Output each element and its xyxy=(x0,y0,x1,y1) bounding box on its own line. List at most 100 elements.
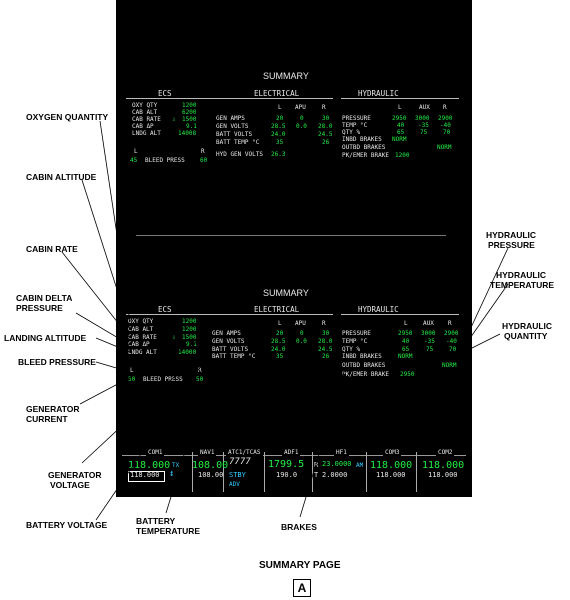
callout-battery-temp-line1: BATTERY xyxy=(136,516,176,526)
atc-mode[interactable]: STBY xyxy=(229,471,246,479)
com2-standby[interactable]: 118.000 xyxy=(428,471,458,479)
bottom-inbd-value: NORM xyxy=(398,353,413,360)
top-gen-volts-l: 28.5 xyxy=(271,123,286,130)
callout-landing-altitude: LANDING ALTITUDE xyxy=(4,333,87,343)
top-cab-rate-arrow: ⇩ xyxy=(172,116,176,123)
com3-label: COM3 xyxy=(383,449,402,456)
bottom-cab-dp-label: CAB ΔP xyxy=(128,341,150,348)
com3-standby[interactable]: 118.000 xyxy=(376,471,406,479)
bottom-batt-temp-l: 35 xyxy=(276,353,284,360)
bottom-gen-amps-l: 20 xyxy=(276,330,284,337)
callout-cabin-altitude: CABIN ALTITUDE xyxy=(26,172,97,182)
top-lndg-alt-value: 14008 xyxy=(178,130,197,137)
bottom-batt-temp-label: BATT TEMP °C xyxy=(212,353,256,360)
nav1-label: NAV1 xyxy=(198,449,217,456)
hf1-standby[interactable]: 2.0000 xyxy=(322,471,348,479)
top-pk-label: PK/EMER BRAKE xyxy=(342,152,389,159)
com2-active[interactable]: 118.000 xyxy=(422,460,465,471)
top-batt-volts-r: 24.5 xyxy=(318,131,333,138)
top-gen-amps-l: 20 xyxy=(276,115,284,122)
figure-caption: SUMMARY PAGE xyxy=(259,560,341,571)
bottom-hyd-press-aux: 3000 xyxy=(421,330,436,337)
top-oxy-qty-value: 1200 xyxy=(182,102,197,109)
top-cab-rate-label: CAB RATE xyxy=(132,116,161,123)
top-gen-amps-r: 30 xyxy=(322,115,330,122)
top-hyd-qty-aux: 75 xyxy=(420,129,428,136)
bottom-ecs-header: ECS xyxy=(158,305,172,314)
callout-brakes: BRAKES xyxy=(281,522,317,532)
top-bleed-label: BLEED PRESS xyxy=(145,157,185,164)
callout-battery-temp-line2: TEMPERATURE xyxy=(136,526,201,536)
bottom-batt-temp-r: 26 xyxy=(322,353,330,360)
bottom-gen-volts-apu: 0.0 xyxy=(296,338,307,345)
callout-generator-current-line2: CURRENT xyxy=(26,414,68,424)
swap-arrow-icon[interactable]: ↕ xyxy=(169,469,175,479)
callout-generator-voltage-line1: GENERATOR xyxy=(48,470,102,480)
bottom-batt-volts-label: BATT VOLTS xyxy=(212,346,249,353)
top-hyd-press-label: PRESSURE xyxy=(342,115,371,122)
top-ecs-header: ECS xyxy=(158,89,172,98)
com1-active[interactable]: 118.000 xyxy=(128,460,171,471)
com1-tx: TX xyxy=(172,462,180,469)
bottom-lndg-alt-value: 14000 xyxy=(178,349,197,356)
figure-letter: A xyxy=(293,579,311,597)
top-hyd-col-l: L xyxy=(398,104,402,111)
nav1-standby[interactable]: 108.00 xyxy=(198,471,224,479)
bottom-outbd-label: OUTBD BRAKES xyxy=(342,362,386,369)
bottom-lndg-alt-label: LNDG ALT xyxy=(128,349,157,356)
mfd-display: SUMMARY ECS ELECTRICAL HYDRAULIC OXY QTY… xyxy=(116,0,472,497)
bottom-cab-rate-arrow: ⇩ xyxy=(172,334,176,341)
bottom-bleed-label: BLEED PRESS xyxy=(143,376,183,383)
bottom-oxy-qty-value: 1200 xyxy=(182,318,197,325)
top-inbd-value: NORM xyxy=(392,136,407,143)
top-hyd-qty-l: 65 xyxy=(397,129,405,136)
top-hyd-qty-label: QTY % xyxy=(342,129,361,136)
nav1-active[interactable]: 108.00 xyxy=(192,460,229,471)
top-hyd-press-r: 2900 xyxy=(438,115,453,122)
callout-oxygen-quantity: OXYGEN QUANTITY xyxy=(26,112,109,122)
top-outbd-value: NORM xyxy=(437,144,452,151)
top-hyd-temp-label: TEMP °C xyxy=(342,122,368,129)
bottom-bleed-l-value: 50 xyxy=(128,376,136,383)
adf1-standby[interactable]: 190.0 xyxy=(276,471,298,479)
top-hyd-qty-r: 70 xyxy=(443,129,451,136)
top-batt-volts-label: BATT VOLTS xyxy=(216,131,253,138)
bottom-gen-amps-label: GEN AMPS xyxy=(212,330,241,337)
bottom-hyd-temp-label: TEMP °C xyxy=(342,338,368,345)
adf1-label: ADF1 xyxy=(282,449,301,456)
top-cab-alt-value: 6200 xyxy=(182,109,197,116)
callout-hyd-pressure-line2: PRESSURE xyxy=(488,240,535,250)
top-elec-col-l: L xyxy=(278,104,282,111)
top-hyd-temp-aux: -35 xyxy=(418,122,429,129)
top-lndg-alt-label: LNDG ALT xyxy=(132,130,161,137)
bottom-pk-label: PK/EMER BRAKE xyxy=(342,371,389,378)
bottom-gen-volts-r: 28.0 xyxy=(318,338,333,345)
bottom-bleed-r-value: 50 xyxy=(196,376,204,383)
top-elec-col-r: R xyxy=(322,104,326,111)
atc-code[interactable]: 7777 xyxy=(229,457,251,467)
bottom-elec-col-r: R xyxy=(322,320,326,327)
hf1-active[interactable]: 23.0000 xyxy=(322,460,352,468)
callout-hyd-temp-line2: TEMPERATURE xyxy=(490,280,555,290)
bottom-batt-volts-r: 24.5 xyxy=(318,346,333,353)
top-cab-dp-label: CAB ΔP xyxy=(132,123,154,130)
bottom-hyd-press-label: PRESSURE xyxy=(342,330,371,337)
top-cab-alt-label: CAB ALT xyxy=(132,109,158,116)
top-gen-volts-r: 28.0 xyxy=(318,123,333,130)
com3-active[interactable]: 118.000 xyxy=(370,460,413,471)
top-summary-title: SUMMARY xyxy=(263,71,309,81)
bottom-hyd-qty-label: QTY % xyxy=(342,346,361,353)
bottom-gen-volts-label: GEN VOLTS xyxy=(212,338,245,345)
hf1-t-prefix: T xyxy=(314,471,319,479)
callout-hyd-qty-line1: HYDRAULIC xyxy=(502,321,553,331)
adf1-active[interactable]: 1799.5 xyxy=(268,459,305,470)
top-batt-temp-r: 26 xyxy=(322,139,330,146)
top-bleed-r-value: 60 xyxy=(200,157,208,164)
top-gen-volts-label: GEN VOLTS xyxy=(216,123,249,130)
callout-hyd-temp-line1: HYDRAULIC xyxy=(496,270,547,280)
bottom-hyd-temp-aux: -35 xyxy=(424,338,435,345)
bottom-hyd-col-aux: AUX xyxy=(423,320,434,327)
com1-standby[interactable]: 118.000 xyxy=(130,471,160,479)
atc-adv: ADV xyxy=(229,481,240,488)
